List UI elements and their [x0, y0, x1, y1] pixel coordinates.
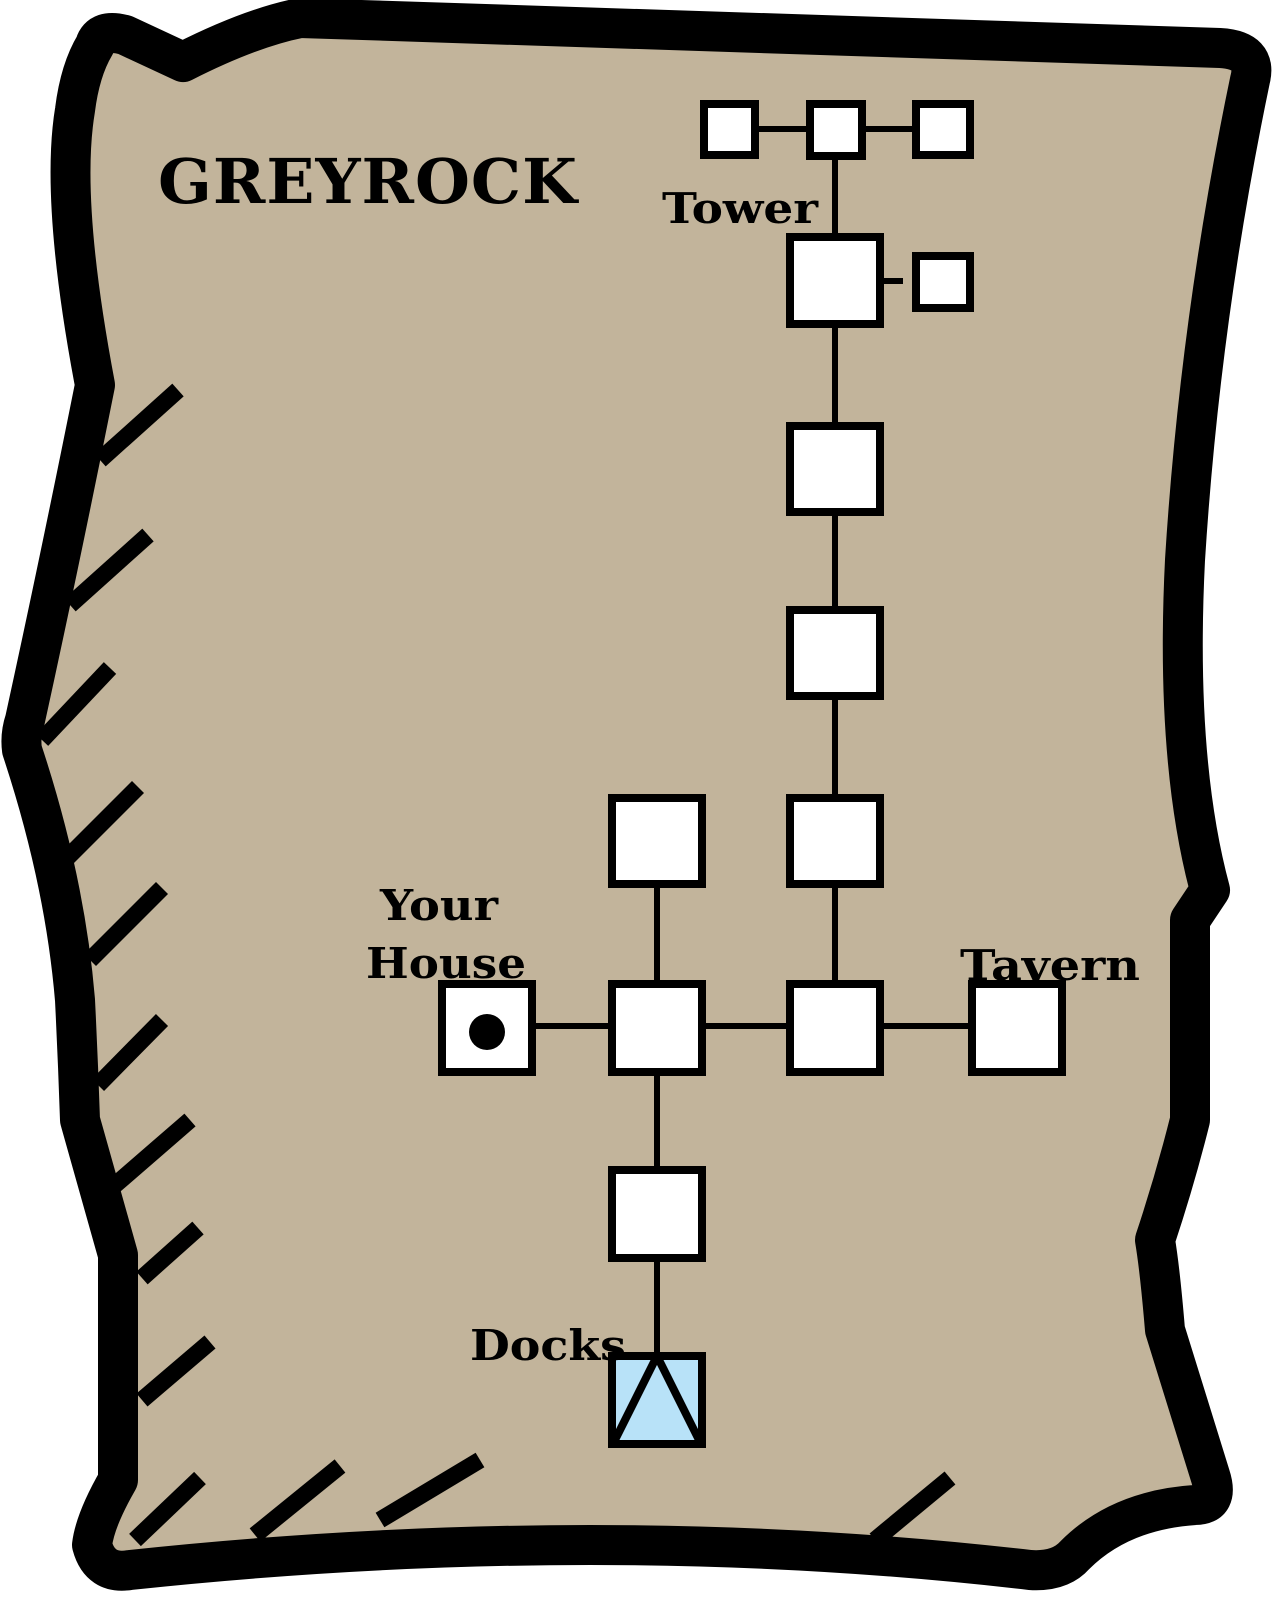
hatch-mark	[869, 1471, 956, 1547]
label-tower: Tower	[662, 184, 819, 233]
hatch-mark	[35, 662, 117, 746]
room-north-road-1[interactable]	[786, 422, 884, 516]
hatch-mark	[109, 1113, 196, 1192]
hatch-mark	[136, 1335, 216, 1407]
hatch-mark	[136, 1221, 204, 1285]
room-east-junction[interactable]	[786, 980, 884, 1076]
label-your-house-line1: Your	[379, 881, 499, 930]
roads	[532, 126, 970, 1352]
room-tower[interactable]	[786, 233, 884, 328]
hatch-mark	[375, 1452, 485, 1528]
hatch-mark	[64, 528, 154, 612]
label-tavern: Tavern	[960, 941, 1140, 990]
label-your-house-line2: House	[366, 939, 526, 988]
label-docks: Docks	[470, 1321, 626, 1370]
hatch-mark	[249, 1459, 346, 1542]
room-north-road-3[interactable]	[786, 794, 884, 888]
room-docks[interactable]	[608, 1352, 706, 1448]
room-tower-annex[interactable]	[912, 252, 974, 312]
room-tower-top-right[interactable]	[912, 100, 974, 159]
hatch-mark	[83, 881, 169, 967]
hatch-mark	[129, 1471, 206, 1547]
cliff-hatches	[35, 383, 956, 1547]
hatch-mark	[91, 1014, 169, 1091]
room-south-road[interactable]	[608, 1166, 706, 1262]
room-plaza-north[interactable]	[608, 794, 706, 888]
map-title: GREYROCK	[158, 145, 579, 218]
room-tavern[interactable]	[968, 980, 1066, 1076]
room-tower-top-left[interactable]	[700, 100, 759, 159]
room-tower-top-center[interactable]	[806, 100, 866, 160]
room-plaza[interactable]	[608, 980, 706, 1076]
player-location-icon	[469, 1014, 505, 1050]
room-north-road-2[interactable]	[786, 606, 884, 700]
hatch-mark	[94, 383, 184, 467]
hatch-mark	[61, 780, 145, 864]
sail-icon	[610, 1347, 704, 1444]
